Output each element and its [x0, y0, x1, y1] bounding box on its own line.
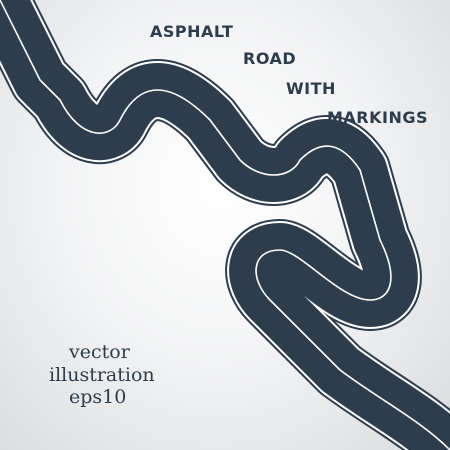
title-line-with: WITH: [286, 79, 336, 98]
caption-line-eps10: eps10: [69, 386, 127, 408]
caption-line-vector: vector: [69, 341, 130, 363]
caption-line-illustration: illustration: [49, 364, 155, 386]
title-line-asphalt: ASPHALT: [150, 22, 234, 41]
title-line-road: ROAD: [243, 49, 297, 68]
title-line-markings: MARKINGS: [327, 108, 429, 127]
